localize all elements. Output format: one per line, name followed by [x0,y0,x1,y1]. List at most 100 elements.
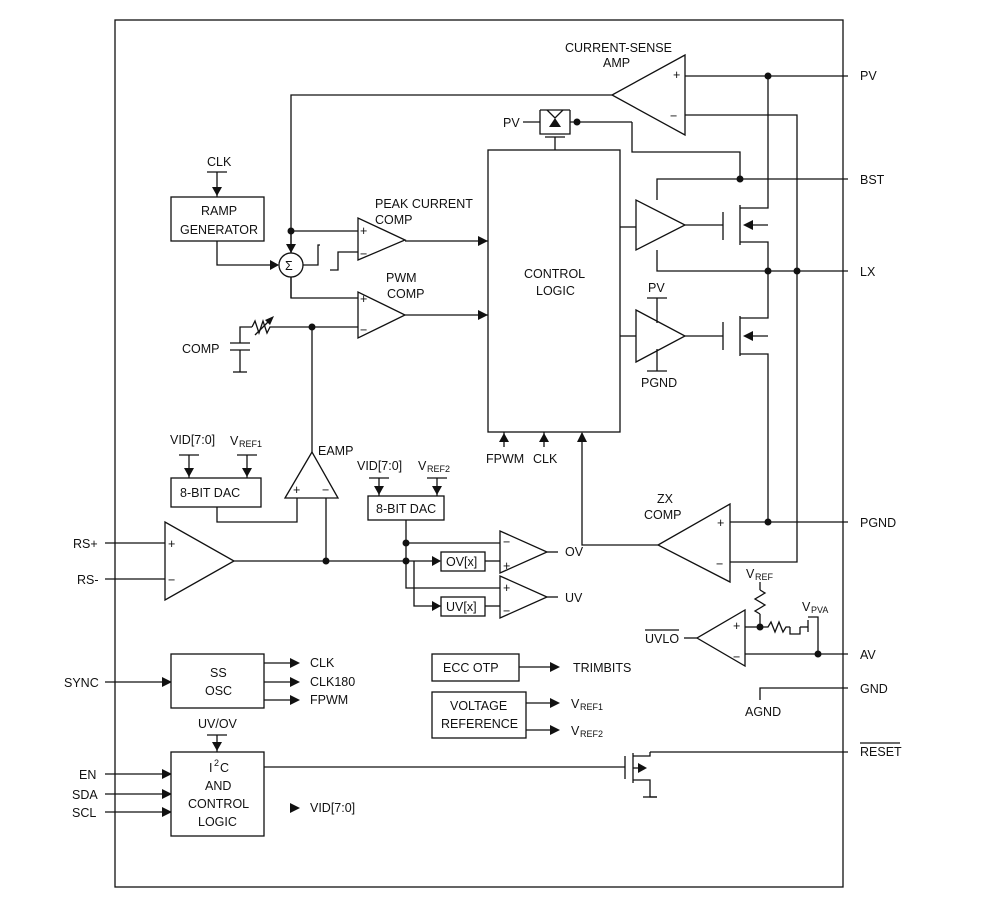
svg-text:VOLTAGE: VOLTAGE [450,699,507,713]
pv-switch: PV [503,109,744,183]
dac-2: 8-BIT DAC VID[7:0] V REF2 [357,459,500,611]
peak-current-comp: + − PEAK CURRENT COMP [287,197,488,271]
dac-1: 8-BIT DAC VID[7:0] V REF1 [170,433,262,508]
pin-sync: SYNC [64,676,172,690]
svg-text:+: + [733,619,740,633]
i2c-control: I 2 C AND CONTROL LOGIC UV/OV VID[7:0] [170,717,625,837]
svg-text:−: − [322,483,329,497]
control-logic: CONTROL LOGIC FPWM CLK [486,137,658,546]
svg-text:REF2: REF2 [427,464,450,474]
svg-text:UV[x]: UV[x] [446,600,477,614]
svg-text:COMP: COMP [644,508,682,522]
svg-text:+: + [360,292,367,306]
pin-av-label: AV [860,648,876,662]
pin-reset-label: RESET [860,745,902,759]
current-sense-label-1: CURRENT-SENSE [565,41,672,55]
comp-network: COMP [182,316,274,373]
pin-comp-label: COMP [182,342,220,356]
svg-text:V: V [802,600,811,614]
svg-text:V: V [230,434,239,448]
pin-gnd: GND AGND [745,682,888,719]
uv-comp: UV[x] + − UV [440,574,583,620]
svg-text:REF1: REF1 [580,702,603,712]
high-side-driver [635,72,772,272]
pin-rs-plus-label: RS+ [73,537,98,551]
ramp-generator: RAMP GENERATOR CLK [170,155,279,270]
pin-sda-label: SDA [72,788,98,802]
svg-text:−: − [360,323,367,337]
svg-text:ECC OTP: ECC OTP [443,661,499,675]
svg-text:+: + [293,483,300,497]
zx-comp: + − ZX COMP [644,492,731,584]
trimbits-label: TRIMBITS [573,661,631,675]
pin-reset: RESET [650,742,902,759]
svg-text:REF1: REF1 [239,439,262,449]
svg-text:REFERENCE: REFERENCE [441,717,518,731]
svg-text:LOGIC: LOGIC [198,815,237,829]
svg-text:COMP: COMP [375,213,413,227]
lx-node-2 [793,267,801,275]
voltage-reference: VOLTAGE REFERENCE V REF1 V REF2 [431,691,603,739]
pin-en-label: EN [79,768,96,782]
uv-label: UV [565,591,583,605]
svg-text:−: − [670,109,677,123]
fpwm-in-label: FPWM [486,452,524,466]
pwm-comp: + − PWM COMP [272,271,488,340]
pgnd-driver-label: PGND [641,376,677,390]
clk-in-label: CLK [533,452,558,466]
svg-text:PWM: PWM [386,271,417,285]
svg-text:PEAK CURRENT: PEAK CURRENT [375,197,473,211]
svg-text:ZX: ZX [657,492,674,506]
svg-text:REF: REF [755,572,774,582]
reset-fet [624,752,657,798]
pin-gnd-label: GND [860,682,888,696]
chip-outline [114,19,844,888]
svg-text:−: − [503,535,510,549]
svg-text:+: + [717,516,724,530]
pin-bst: BST [740,173,885,187]
pin-pgnd-label: PGND [860,516,896,530]
svg-text:−: − [168,573,175,587]
svg-text:V: V [746,567,755,581]
osc-clk-label: CLK [310,656,335,670]
osc-clk180-label: CLK180 [310,675,355,689]
svg-text:−: − [360,247,367,261]
svg-text:REF2: REF2 [580,729,603,739]
ecc-otp: ECC OTP TRIMBITS [431,653,631,682]
svg-text:+: + [503,581,510,595]
eamp-label: EAMP [318,444,353,458]
rs-amp: + − [164,520,441,602]
svg-text:OSC: OSC [205,684,232,698]
pin-av: AV [745,648,876,662]
ss-osc: SS OSC CLK CLK180 FPWM [170,653,355,709]
ramp-clk-label: CLK [207,155,232,169]
ov-label: OV [565,545,584,559]
svg-text:−: − [733,650,740,664]
current-sense-label-2: AMP [603,56,630,70]
agnd-label: AGND [745,705,781,719]
svg-text:V: V [571,697,580,711]
osc-fpwm-label: FPWM [310,693,348,707]
svg-text:+: + [503,559,510,573]
vid-out-label: VID[7:0] [310,801,355,815]
svg-text:PVA: PVA [811,605,828,615]
dac2-vid-label: VID[7:0] [357,459,402,473]
uv-ov-in-label: UV/OV [198,717,238,731]
svg-text:CONTROL: CONTROL [524,267,585,281]
svg-text:COMP: COMP [387,287,425,301]
svg-text:GENERATOR: GENERATOR [180,223,258,237]
pin-lx-label: LX [860,265,876,279]
svg-text:2: 2 [214,758,219,768]
uvlo-label: UVLO [645,632,679,646]
pin-sync-label: SYNC [64,676,99,690]
ov-comp: OV[x] − + OV [440,529,584,575]
pv-switch-label: PV [503,116,520,130]
svg-text:AND: AND [205,779,231,793]
svg-text:V: V [418,459,427,473]
svg-text:+: + [673,68,680,82]
uvlo-comp: + − UVLO V REF V PVA [645,567,828,668]
pin-pv: PV [685,69,877,83]
low-side-driver: PV PGND [635,271,772,526]
svg-text:Σ: Σ [285,259,293,273]
dac1-vid-label: VID[7:0] [170,433,215,447]
